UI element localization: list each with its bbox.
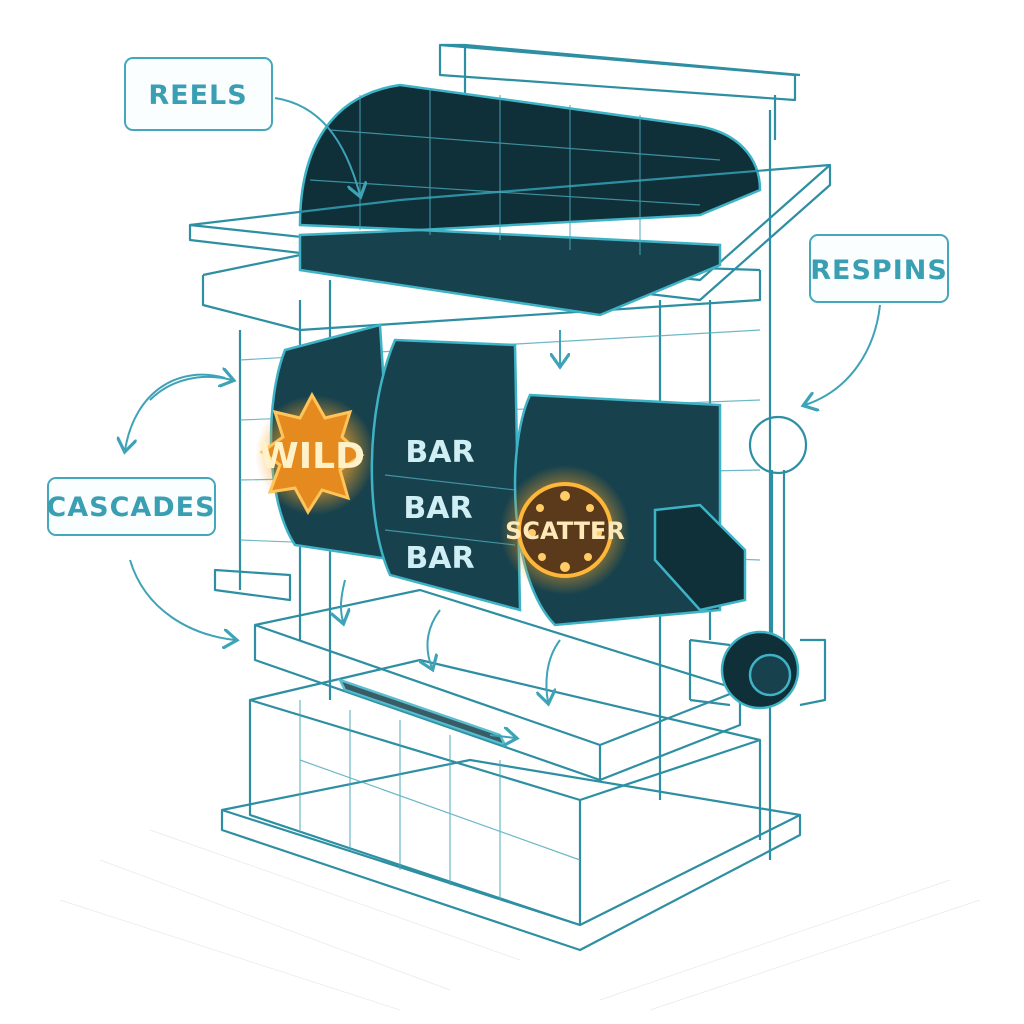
wild-star-icon <box>259 391 365 515</box>
symbol-bar-3: BAR <box>405 541 474 576</box>
callout-cascades: CASCADES <box>46 375 235 640</box>
floor-grid <box>59 829 981 1011</box>
callout-respins: RESPINS <box>805 234 949 405</box>
symbol-scatter: SCATTER <box>505 517 625 545</box>
cascade-tray <box>253 588 742 782</box>
scatter-dots <box>528 491 602 572</box>
reel-1: WILD <box>255 323 397 562</box>
reel-3: SCATTER <box>500 393 747 627</box>
symbol-bar-1: BAR <box>405 435 474 470</box>
cascade-arrows <box>341 330 560 738</box>
label-respins: RESPINS <box>810 255 948 286</box>
label-cascades: CASCADES <box>46 492 215 523</box>
symbol-bar-2: BAR <box>403 491 472 526</box>
label-reels: REELS <box>148 80 247 111</box>
symbol-wild: WILD <box>259 436 365 477</box>
reels-hood <box>188 83 832 317</box>
reel-2: BAR BAR BAR <box>370 338 522 612</box>
callout-reels: REELS <box>124 57 360 195</box>
side-lever <box>688 415 827 710</box>
